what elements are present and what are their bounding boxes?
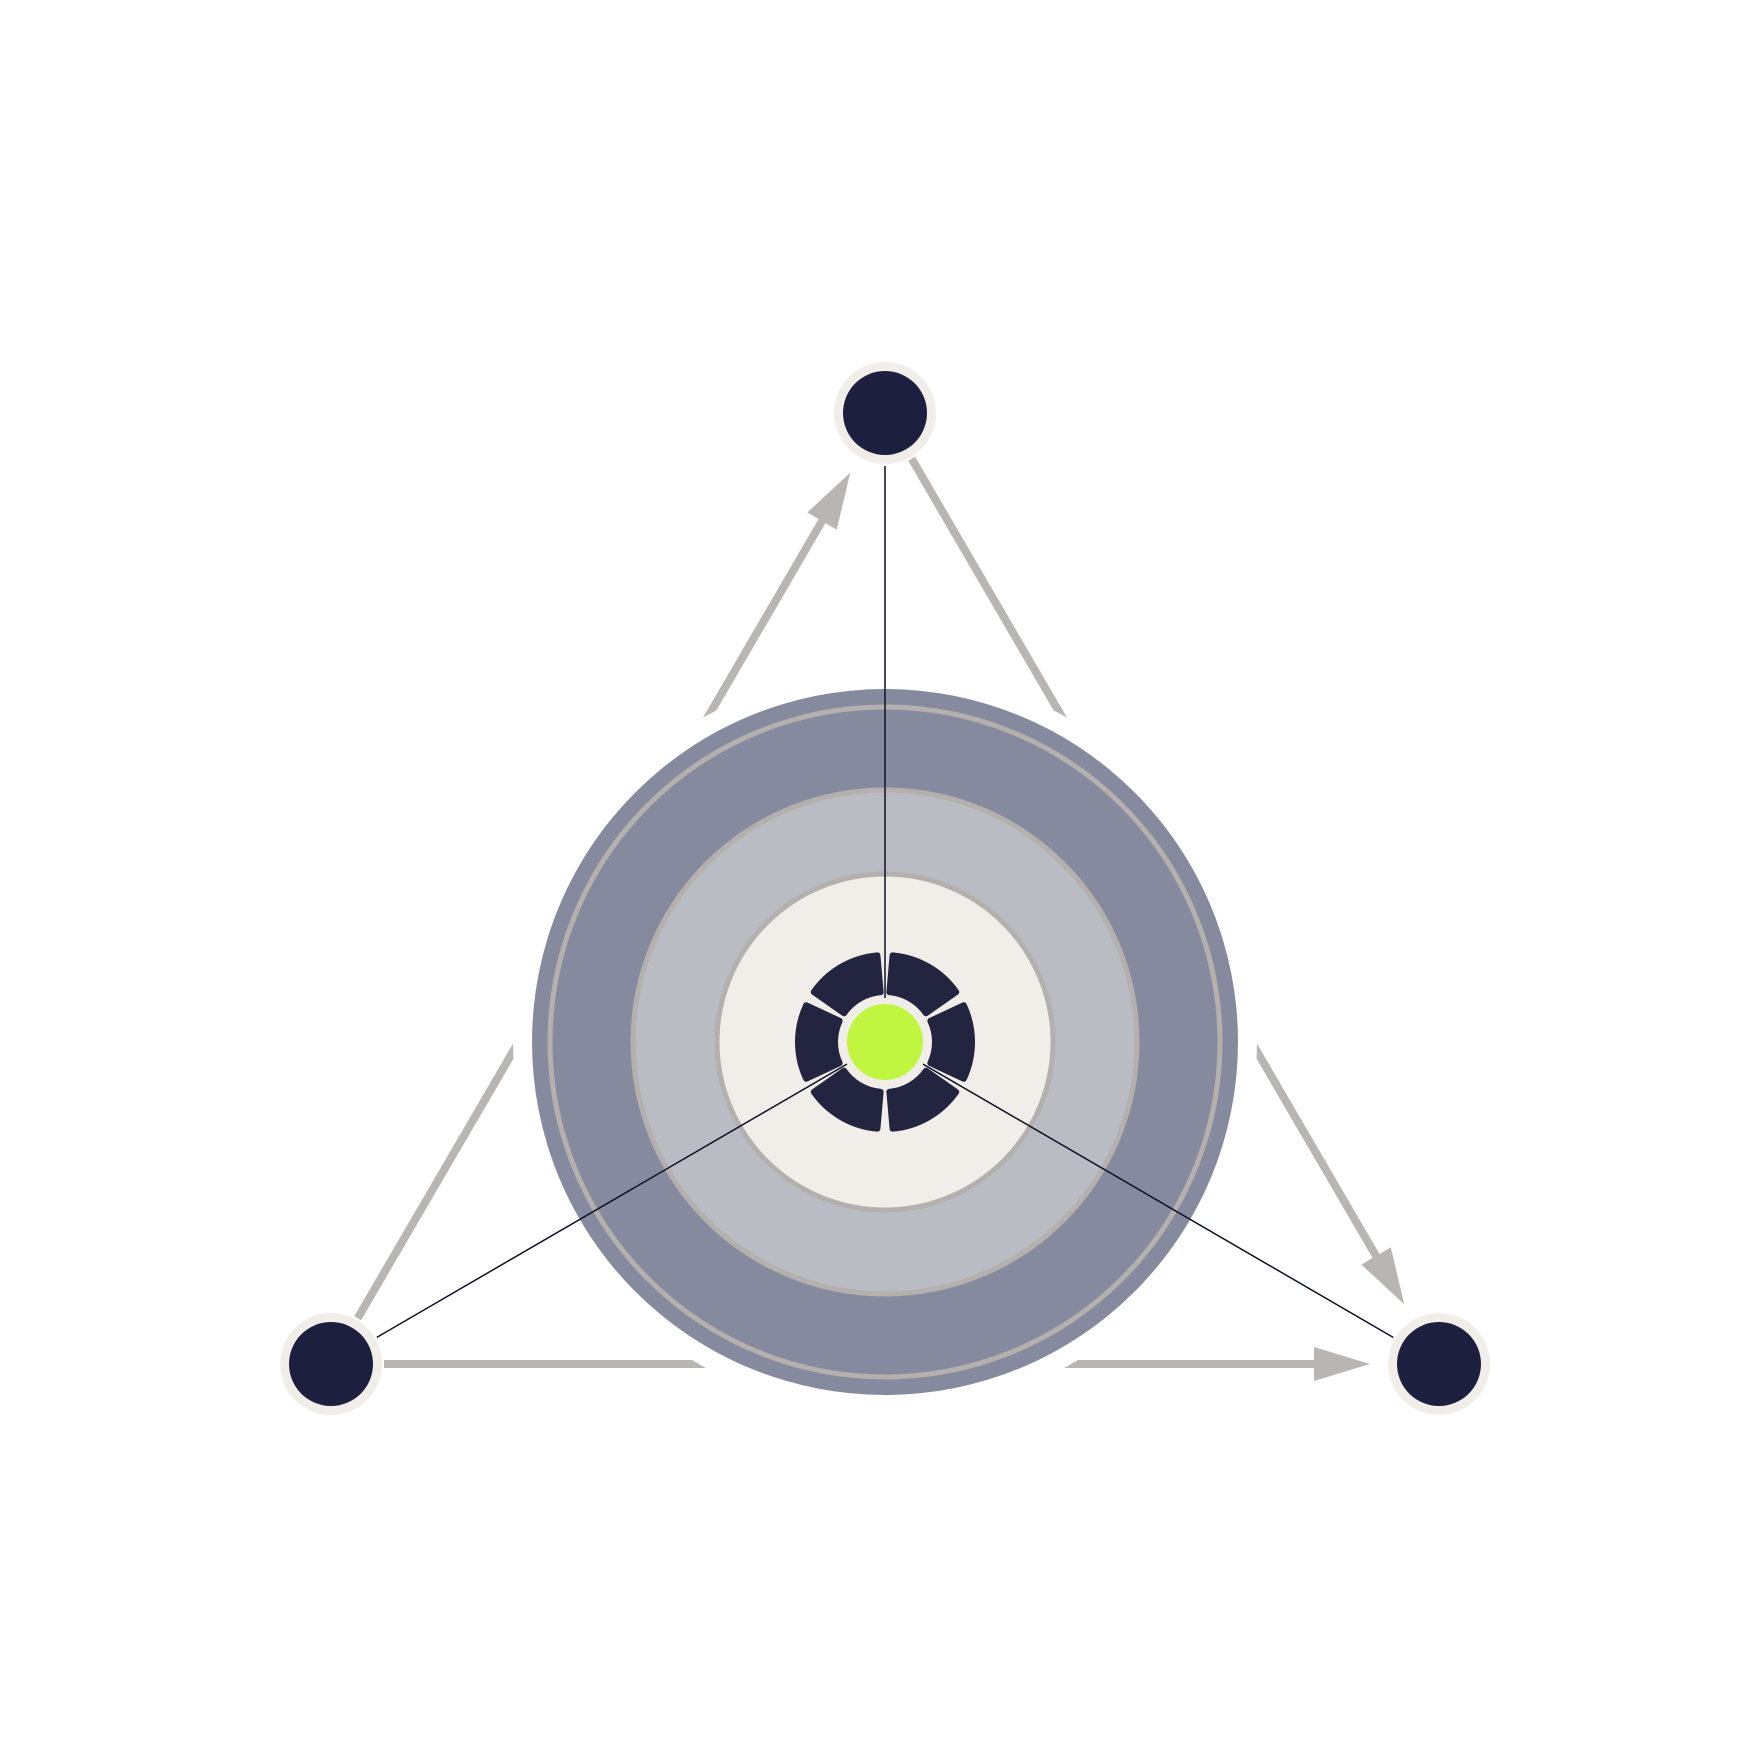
node-bottom-right — [1388, 1313, 1490, 1415]
hub-segment — [795, 1002, 843, 1082]
filled-circle-icon — [843, 371, 927, 455]
hub-segment — [927, 1002, 975, 1082]
filled-circle-icon — [289, 1322, 373, 1406]
nodes-layer — [280, 362, 1490, 1415]
node-bottom-left — [280, 1313, 382, 1415]
spokes-layer — [376, 466, 1394, 1339]
spoke-bottom-right — [884, 1041, 1394, 1339]
hub-segment — [886, 952, 960, 1017]
hub-segment — [810, 952, 884, 1017]
spoke-bottom-left — [376, 1041, 886, 1339]
arrowhead-bottom-right — [1314, 1347, 1370, 1381]
node-top — [834, 362, 936, 464]
segmented-ring-icon — [795, 952, 975, 1132]
arrowhead-bottom-right — [1361, 1247, 1405, 1305]
hub-segment — [810, 1067, 884, 1132]
arrowhead-top — [807, 472, 851, 530]
hub-segment — [886, 1067, 960, 1132]
center-dot — [847, 1004, 923, 1080]
filled-circle-icon — [1397, 1322, 1481, 1406]
